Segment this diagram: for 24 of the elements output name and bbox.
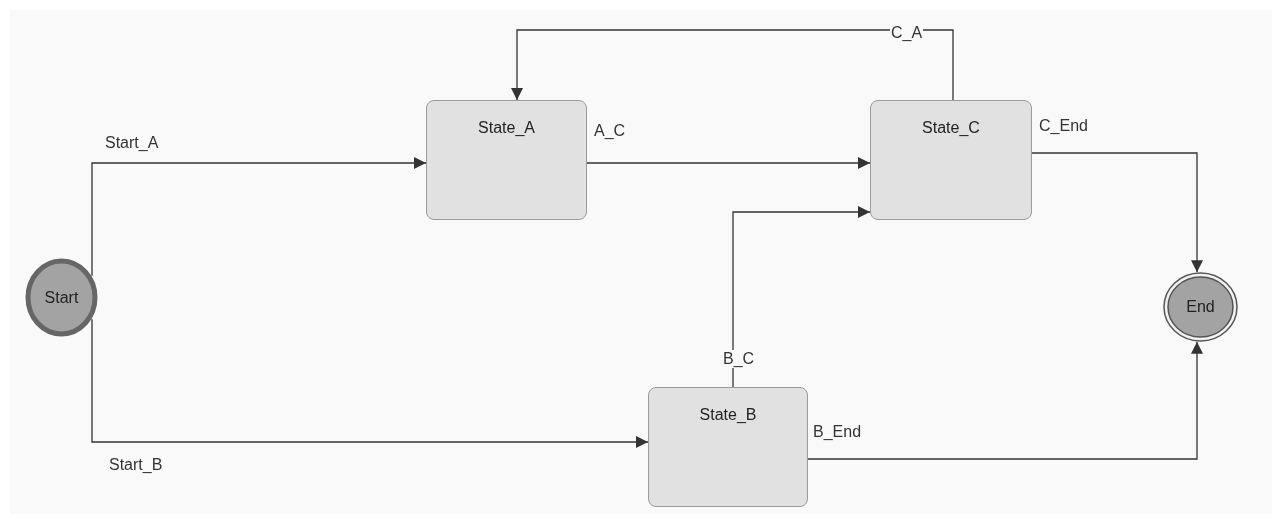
arrow [91, 318, 649, 448]
arrow [586, 157, 871, 169]
edge-label: Start_B [108, 456, 164, 474]
node-label: End [1186, 298, 1215, 316]
node-label: State_A [478, 119, 535, 137]
edge-label: C_A [890, 24, 924, 42]
arrow [91, 157, 427, 277]
edge-label: B_End [812, 423, 863, 441]
edge-label: A_C [593, 122, 627, 140]
state-box [648, 387, 808, 507]
arrow [511, 29, 954, 101]
node-label: Start [44, 288, 79, 307]
edge-label: Start_A [104, 134, 160, 152]
arrow [1031, 152, 1203, 273]
state-box [426, 100, 587, 220]
start-ellipse [25, 258, 98, 337]
edge-label: C_End [1038, 117, 1089, 135]
state-box [870, 100, 1032, 220]
arrow [732, 206, 871, 388]
arrow [807, 341, 1203, 460]
end-ellipse [1163, 272, 1238, 342]
node-label: State_B [699, 406, 757, 424]
node-label: State_C [922, 119, 980, 137]
edge-label: B_C [722, 350, 756, 368]
